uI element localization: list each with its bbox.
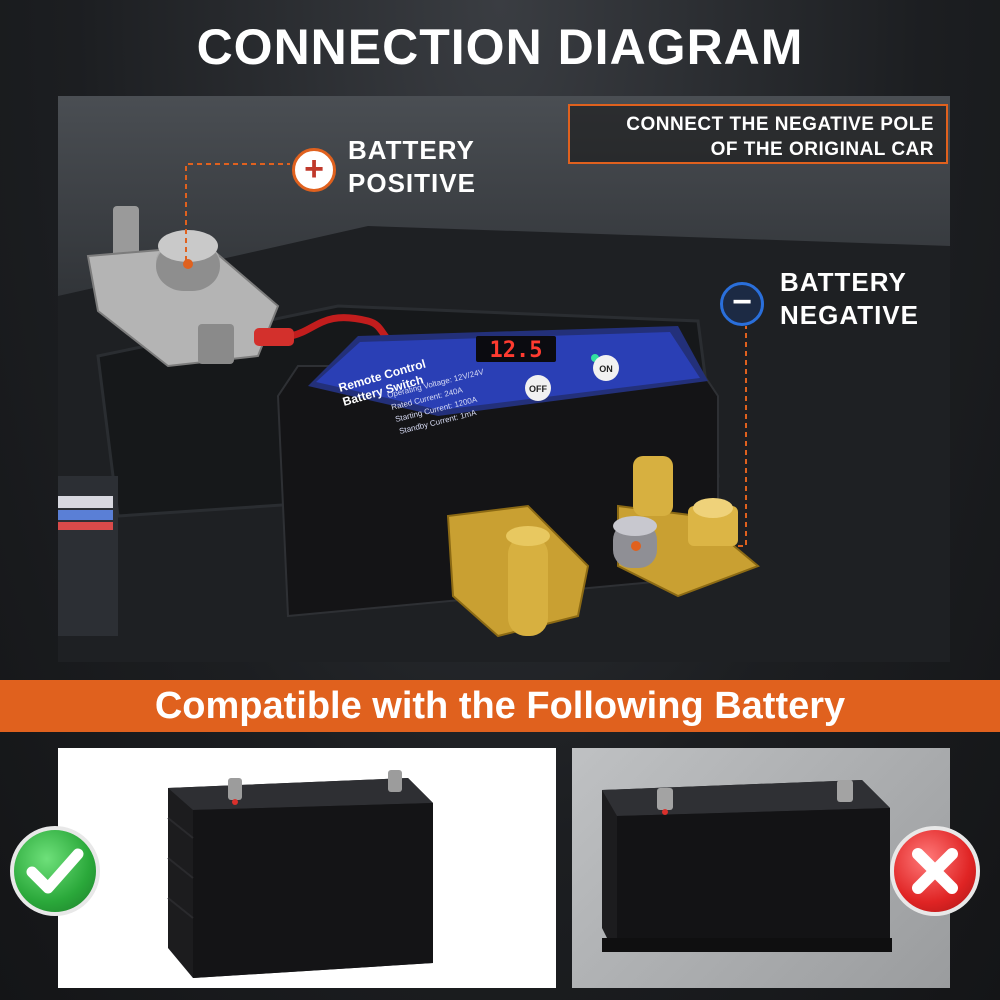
negative-battery-post (613, 516, 657, 568)
negative-leader-line (648, 326, 747, 547)
digital-display (476, 336, 556, 362)
on-button[interactable] (593, 355, 619, 381)
brass-terminals (446, 456, 760, 638)
positive-line-2: POSITIVE (348, 168, 476, 198)
wire-connector (254, 328, 294, 346)
note-line-2: OF THE ORIGINAL CAR (710, 139, 934, 160)
positive-terminal-clamp (86, 206, 280, 368)
connection-photo: 12.5 ON OFF Remote Control Battery Switc… (58, 96, 950, 662)
negative-line-1: BATTERY (780, 267, 907, 297)
x-icon (890, 826, 980, 916)
battery-negative-label: BATTERY NEGATIVE (780, 266, 919, 332)
label-stripe-white (58, 496, 113, 508)
compatible-battery-image (167, 770, 433, 978)
display-value: 12.5 (490, 338, 543, 363)
compatible-terminal-left (228, 778, 242, 800)
negative-pole-note: CONNECT THE NEGATIVE POLE OF THE ORIGINA… (568, 104, 948, 164)
page-title: CONNECTION DIAGRAM (196, 19, 804, 75)
connection-illustration: 12.5 ON OFF Remote Control Battery Switc… (58, 163, 950, 662)
incompatible-terminal-left (657, 788, 673, 810)
incompatible-battery-image (602, 780, 892, 952)
minus-icon: − (720, 282, 764, 326)
compatible-battery-panel (58, 748, 556, 988)
incompatible-terminal-right (837, 780, 853, 802)
label-stripe-red (58, 522, 113, 530)
incompatible-battery-panel (572, 748, 950, 988)
check-icon (10, 826, 100, 916)
positive-line-1: BATTERY (348, 135, 475, 165)
battery-switch-device: 12.5 ON OFF Remote Control Battery Switc… (276, 326, 719, 618)
compatible-terminal-right (388, 770, 402, 792)
positive-leader-line (185, 163, 290, 261)
note-line-1: CONNECT THE NEGATIVE POLE (626, 114, 934, 135)
on-button-label: ON (599, 364, 613, 374)
compatibility-banner: Compatible with the Following Battery (0, 680, 1000, 732)
negative-line-2: NEGATIVE (780, 300, 919, 330)
label-stripe-blue (58, 510, 113, 520)
battery-positive-label: BATTERY POSITIVE (348, 134, 476, 200)
plus-icon: + (292, 148, 336, 192)
off-button-label: OFF (529, 384, 547, 394)
off-button[interactable] (525, 375, 551, 401)
